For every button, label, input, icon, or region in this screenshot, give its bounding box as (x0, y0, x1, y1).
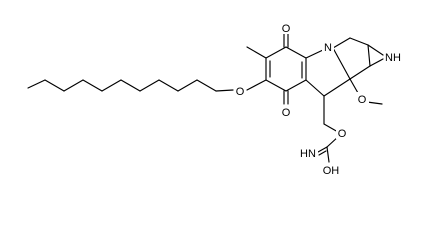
atom-labels: O O N NH O O O HN (234, 21, 402, 177)
atom-o-bottom-label: O (282, 107, 291, 119)
bonds (27, 33, 384, 163)
atom-o-carbamate: O (336, 126, 348, 140)
atom-o-carbamate-label: O (338, 128, 347, 140)
atom-nh-aziridine: NH (384, 50, 402, 64)
atom-o-ether-label: O (236, 86, 245, 98)
atom-n-ring: N (322, 40, 334, 54)
atom-o-top: O (280, 21, 292, 35)
atom-nh-carbamate-label: HN (300, 148, 316, 160)
atom-o-top-label: O (282, 23, 291, 35)
atom-methoxy: O (355, 92, 369, 106)
atom-nh-aziridine-label: NH (385, 52, 401, 64)
atom-o-bottom: O (280, 105, 292, 119)
atom-n-ring-label: N (324, 42, 332, 54)
atom-o-ether: O (234, 84, 246, 98)
atom-nh-carbamate: HN (298, 146, 318, 160)
atom-o-methoxy-label: O (358, 94, 367, 106)
atom-oh-carbamate-label: OH (323, 165, 340, 177)
atom-oh-carbamate: OH (321, 163, 341, 177)
chemical-structure: O O N NH O O O HN (27, 21, 402, 177)
